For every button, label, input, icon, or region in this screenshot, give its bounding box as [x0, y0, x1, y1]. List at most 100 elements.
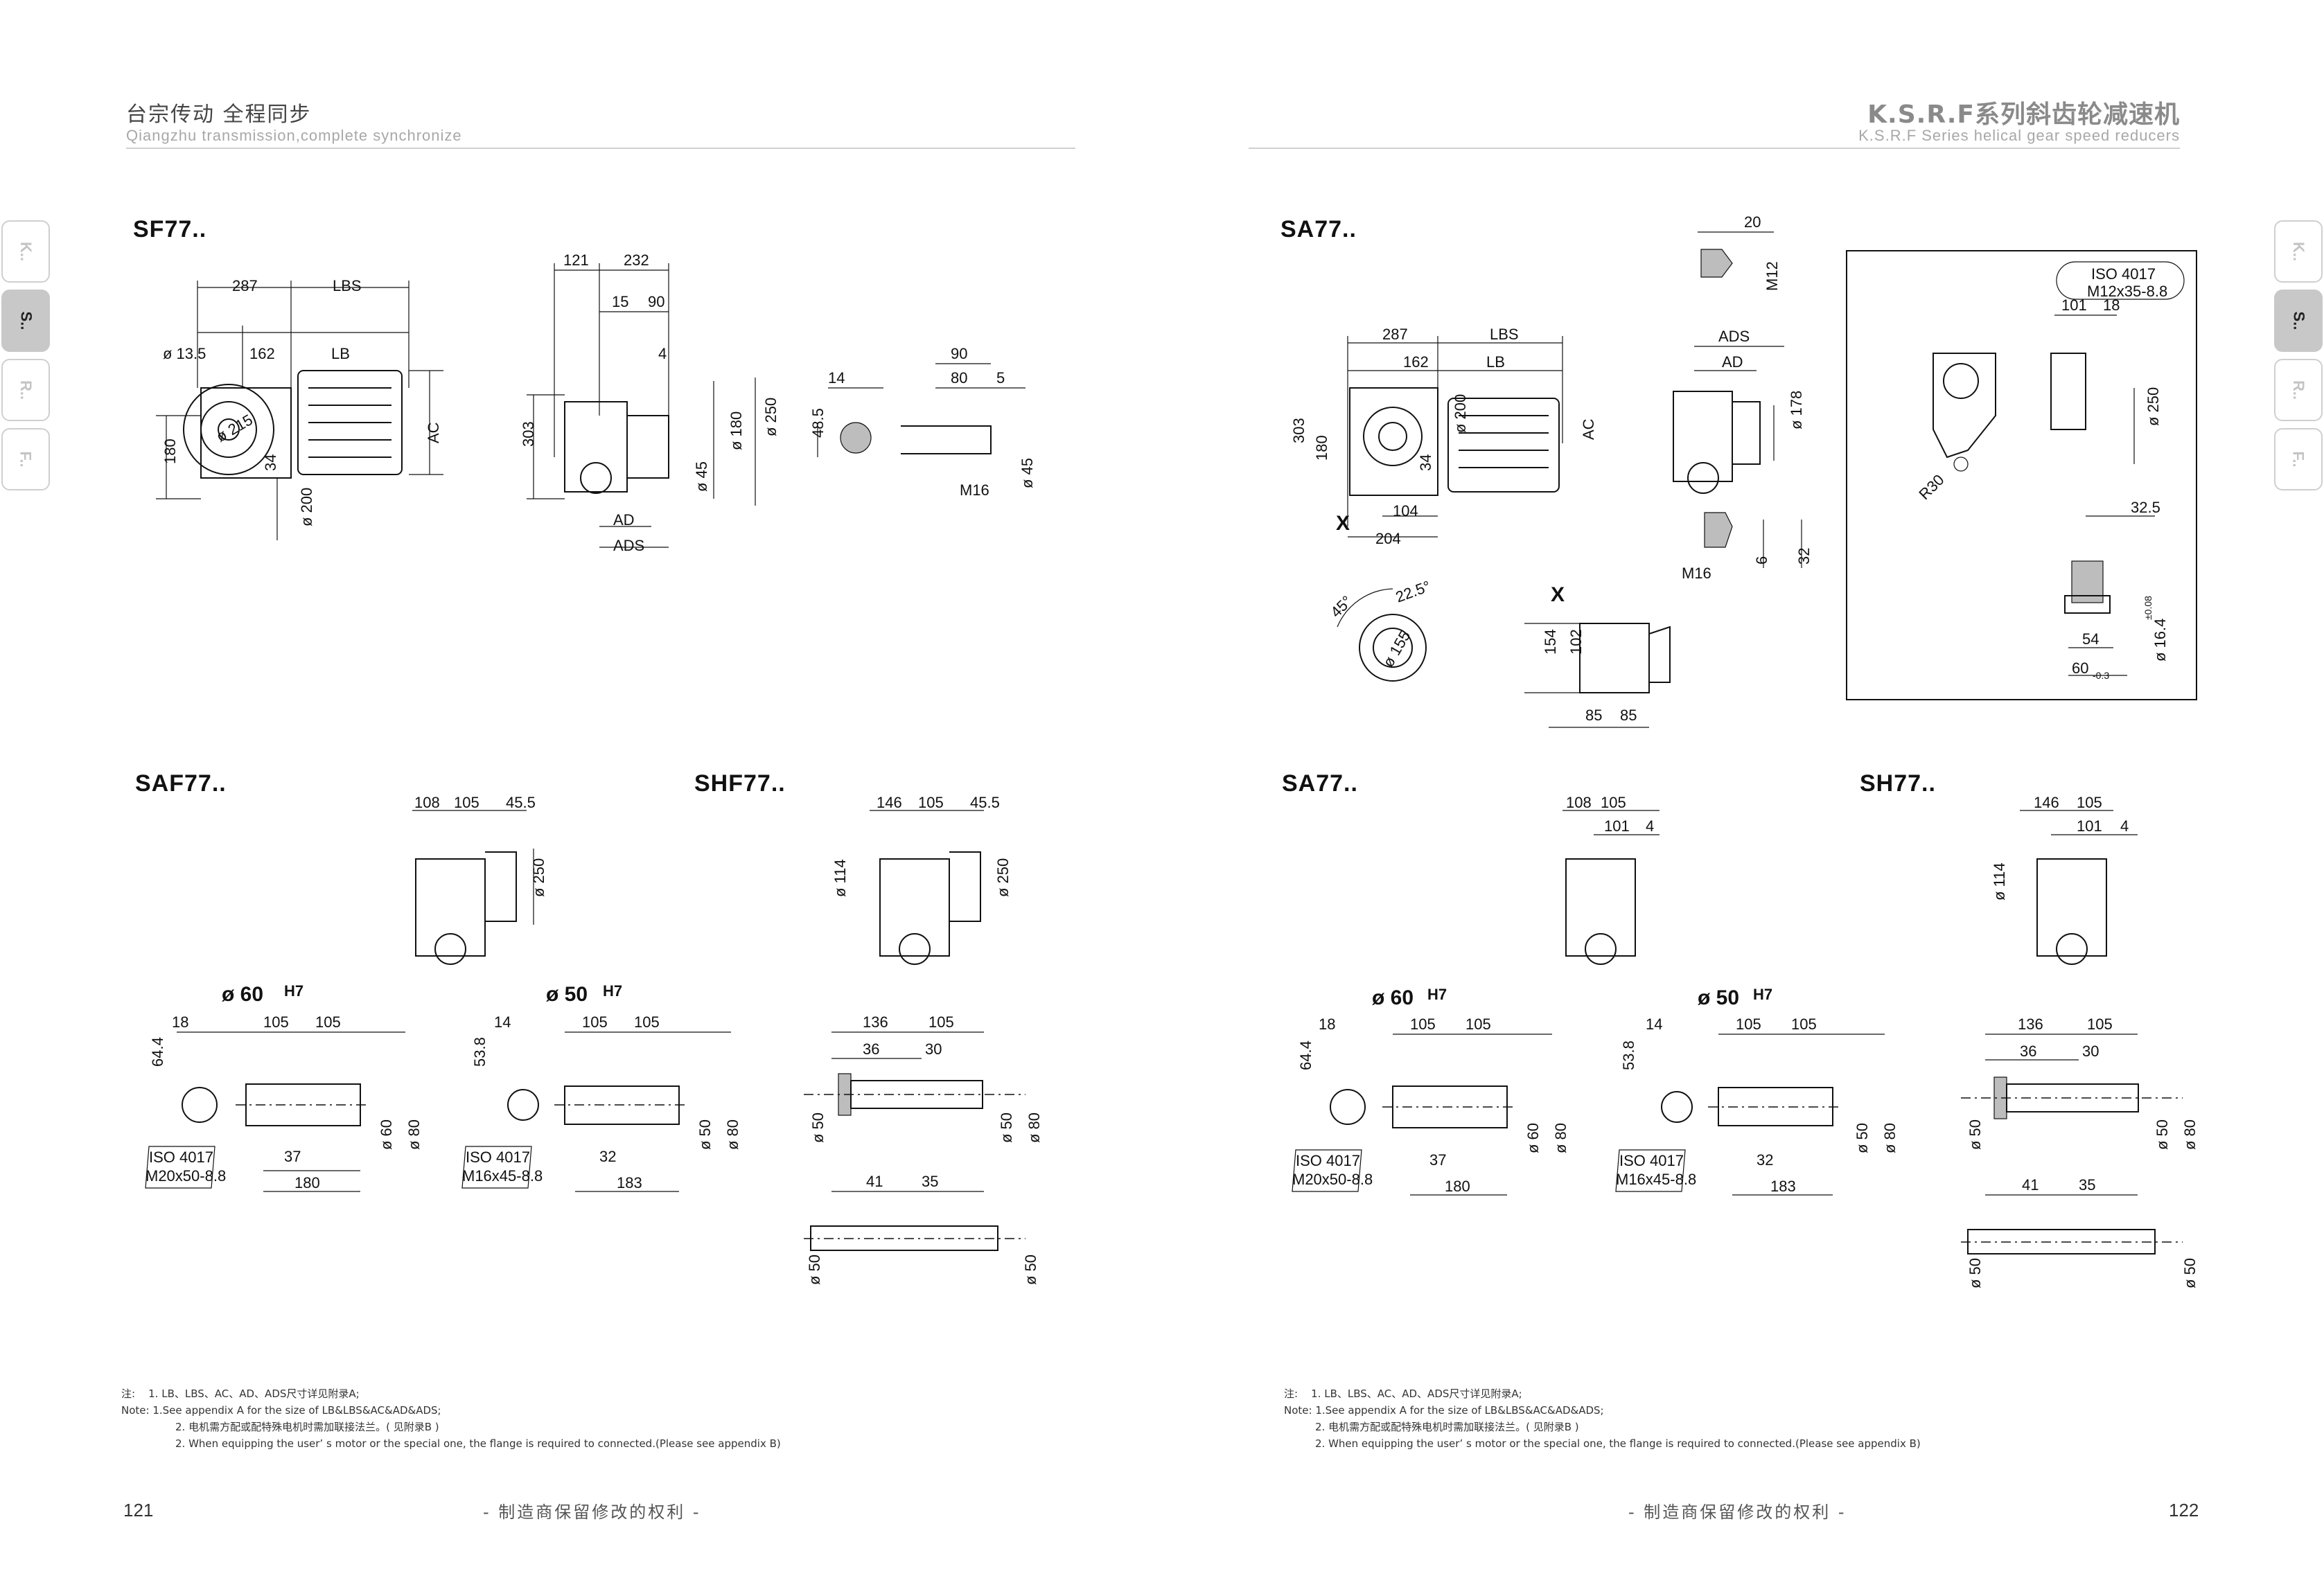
note-line: 注: 1. LB、LBS、AC、AD、ADS尺寸详见附录A;: [1284, 1385, 1921, 1402]
drawing-sf77-side-view: 287 LBS ø 13.5 162 LB ø 215 180 34 ø 200…: [156, 277, 443, 540]
dim-37: 37: [284, 1148, 301, 1165]
dim-32b: 32: [599, 1148, 616, 1165]
dim-45-5-shf: 45.5: [970, 794, 1000, 811]
notes-left: 注: 1. LB、LBS、AC、AD、ADS尺寸详见附录A; Note: 1.S…: [121, 1385, 781, 1452]
drawing-sa77-side-view: 287 LBS 162 LB 303 180 34 ø 200 AC 104 2…: [1290, 326, 1597, 547]
note-label: 注:: [1284, 1387, 1299, 1400]
dim-80b-2: ø 80: [724, 1119, 741, 1150]
dim-105-sh: 105: [2077, 794, 2102, 811]
model-title-sa77-top: SA77..: [1280, 216, 1357, 242]
dim-287-sa: 287: [1382, 326, 1408, 343]
label-h7: H7: [284, 982, 303, 1000]
label-iso-4017: ISO 4017: [149, 1149, 213, 1166]
header-series-title-cn: K.S.R.F系列斜齿轮减速机: [1867, 100, 2180, 129]
note-cn-1: 1. LB、LBS、AC、AD、ADS尺寸详见附录A;: [1311, 1387, 1522, 1400]
dim-30: 30: [925, 1040, 942, 1058]
dim-105: 105: [454, 794, 479, 811]
model-title-sh77: SH77..: [1860, 770, 1936, 797]
dim-183: 183: [617, 1174, 642, 1191]
dim-35: 35: [922, 1173, 938, 1190]
dim-303: 303: [520, 421, 537, 447]
dim-45k6: ø 45: [693, 461, 710, 492]
footer-rights-right: - 制造商保留修改的权利 -: [1628, 1502, 1847, 1522]
dim-4: 4: [658, 345, 667, 362]
dim-102: 102: [1567, 629, 1585, 655]
dim-lb-sa: LB: [1486, 353, 1505, 371]
dim-18-r: 18: [1319, 1016, 1335, 1033]
dim-64-4: 64.4: [149, 1037, 166, 1067]
note-cn-1: 1. LB、LBS、AC、AD、ADS尺寸详见附录A;: [148, 1387, 360, 1400]
drawing-sh77-shrink-disc: 136 105 36 30 ø 50 ø 50 ø 80 41 35 ø 50 …: [1961, 1016, 2199, 1288]
model-title-sf77: SF77..: [133, 216, 207, 242]
dim-101-sh: 101: [2077, 817, 2102, 835]
header-series-title-en: K.S.R.F Series helical gear speed reduce…: [1858, 127, 2180, 144]
drawing-sa77b-end-view: 108 105 101 4: [1562, 794, 1660, 965]
dim-30-sh: 30: [2082, 1043, 2099, 1060]
notes-right: 注: 1. LB、LBS、AC、AD、ADS尺寸详见附录A; Note: 1.S…: [1284, 1385, 1921, 1452]
tab-f-right[interactable]: F..: [2274, 428, 2323, 490]
dim-5: 5: [996, 369, 1005, 387]
label-iso-4017-r-b: ISO 4017: [1619, 1152, 1684, 1169]
tab-s-left[interactable]: S..: [1, 290, 50, 352]
label-iso-4017-b: ISO 4017: [466, 1149, 530, 1166]
drawing-sa77b-hollow-shaft-60: ø 60 H7 18 64.4 105 105 37 180 ø 60 ø 80…: [1292, 986, 1569, 1196]
dim-tol-008: ±0.08: [2142, 596, 2154, 620]
dim-34: 34: [262, 454, 279, 471]
dim-37-r: 37: [1429, 1151, 1446, 1169]
dim-48-5: 48.5: [809, 408, 827, 438]
dim-204: 204: [1375, 530, 1401, 547]
dim-287: 287: [232, 277, 258, 294]
dim-50h7-r: ø 50: [1854, 1123, 1871, 1153]
dim-178: ø 178: [1788, 391, 1805, 429]
dim-4-sh: 4: [2120, 817, 2129, 835]
dim-80-r-2: ø 80: [1881, 1123, 1899, 1153]
dim-tol-m03: -0.3: [2093, 670, 2109, 681]
dim-45-5: 45.5: [506, 794, 536, 811]
dim-90-shaft: 90: [951, 345, 967, 362]
tab-f-left[interactable]: F..: [1, 428, 50, 490]
dim-ac: AC: [425, 422, 442, 443]
dim-50h6-sh: ø 50: [1966, 1258, 1984, 1288]
header-rule-left: [126, 148, 1075, 149]
label-h7-b: H7: [603, 982, 622, 1000]
tab-s-right[interactable]: S..: [2274, 290, 2323, 352]
drawing-saf77-hollow-shaft-50: ø 50 H7 14 53.8 105 105 32 183 ø 50 ø 80…: [461, 982, 741, 1192]
dim-90: 90: [648, 293, 664, 310]
header-brand-cn: 台宗传动 全程同步: [126, 103, 312, 127]
note-line: 注: 1. LB、LBS、AC、AD、ADS尺寸详见附录A;: [121, 1385, 781, 1402]
dim-32b-r: 32: [1757, 1151, 1773, 1169]
dim-50h6-sh-b: ø 50: [2181, 1258, 2199, 1288]
drawing-saf77-end-view: 108 105 45.5 ø 250: [412, 794, 547, 965]
drawing-sa77-end-view: ADS AD ø 178: [1673, 328, 1805, 494]
dim-146: 146: [877, 794, 902, 811]
tab-k-left[interactable]: K..: [1, 220, 50, 283]
dim-200: ø 200: [298, 488, 315, 526]
drawing-sa77-thread-details: 20 M12 M16 6 32: [1682, 213, 1813, 582]
tab-r-left[interactable]: R..: [1, 359, 50, 421]
dim-41: 41: [866, 1173, 883, 1190]
tab-k-right[interactable]: K..: [2274, 220, 2323, 283]
dim-53-8-r: 53.8: [1620, 1040, 1637, 1070]
dim-36-sh: 36: [2020, 1043, 2036, 1060]
tab-r-right[interactable]: R..: [2274, 359, 2323, 421]
label-iso-m20: M20x50-8.8: [146, 1167, 226, 1185]
label-h7-r-b: H7: [1753, 986, 1772, 1003]
dim-lb: LB: [331, 345, 350, 362]
dim-m16: M16: [960, 481, 989, 499]
dim-114: ø 114: [831, 859, 849, 897]
dim-15: 15: [612, 293, 628, 310]
dim-m16-sa: M16: [1682, 565, 1711, 582]
dim-50h7-shf-b: ø 50: [998, 1112, 1015, 1143]
dim-50h7: ø 50: [696, 1119, 714, 1150]
model-title-saf77: SAF77..: [135, 770, 227, 797]
dim-105-r-b: 105: [1465, 1016, 1491, 1033]
dim-41-sh: 41: [2022, 1176, 2039, 1194]
drawing-sf77-shaft-detail: 14 48.5 90 80 5 M16 ø 45: [809, 345, 1036, 499]
dim-32-5: 32.5: [2131, 499, 2160, 516]
dim-ads: ADS: [613, 537, 644, 554]
dim-215: ø 215: [213, 411, 256, 445]
dim-64-4-r: 64.4: [1297, 1040, 1314, 1070]
dim-50h6: ø 50: [806, 1254, 823, 1285]
dim-16-4: ø 16.4: [2151, 619, 2169, 662]
